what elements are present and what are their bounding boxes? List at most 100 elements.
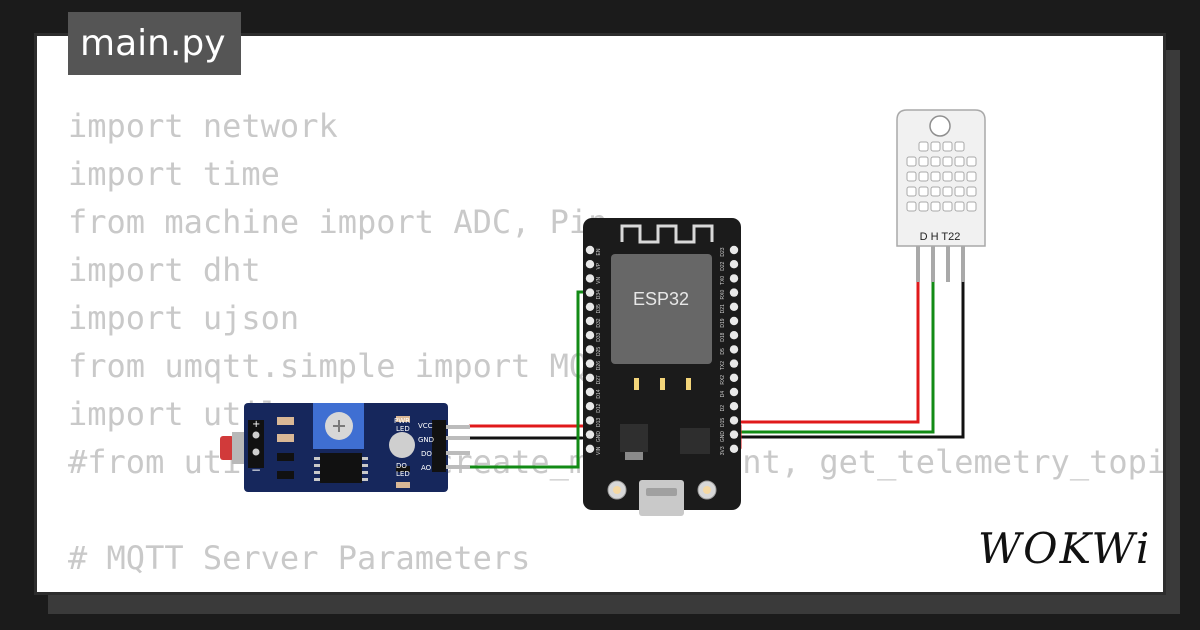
- dht22-vent: [954, 141, 965, 152]
- left-pin-labels: ENVPVND34D35D32D33D25D26D27D14D12D13GNDV…: [596, 248, 602, 455]
- minus-label: −: [251, 463, 261, 477]
- code-line: import ujson: [68, 299, 300, 337]
- dht22-vent: [954, 156, 965, 167]
- pin-label-vcc: VCC: [418, 422, 433, 430]
- esp32-left-pin-label: VN: [596, 277, 602, 284]
- esp32-right-pin: [729, 245, 739, 255]
- esp32-left-pin-label: GND: [596, 431, 602, 443]
- do-led-label-2: LED: [396, 470, 410, 478]
- dht22-vent: [942, 156, 953, 167]
- esp32-left-pin-label: D34: [596, 290, 602, 299]
- esp32-right-pin-label: GND: [720, 431, 726, 443]
- esp32-right-pin: [729, 288, 739, 297]
- dht22-vent: [942, 186, 953, 197]
- esp32-left-pin: [585, 387, 595, 397]
- esp32-right-pin-label: TX2: [720, 361, 726, 370]
- wokwi-logo: WOKWi: [978, 524, 1152, 573]
- esp32-left-pin-label: D13: [596, 418, 602, 427]
- esp32-right-pin-label: D5: [720, 348, 726, 355]
- dht22-vent: [930, 201, 941, 212]
- esp32-left-pin: [585, 260, 595, 269]
- dht22-vent: [906, 171, 917, 182]
- esp32-left-pin-label: D35: [596, 304, 602, 313]
- esp32-right-pin: [729, 345, 739, 354]
- dht22-sensor: D H T22: [896, 109, 986, 282]
- dht22-vent: [942, 201, 953, 212]
- esp32-left-pin: [585, 430, 595, 439]
- file-tab[interactable]: main.py: [68, 12, 241, 75]
- code-line: import dht: [68, 251, 261, 289]
- dht22-label: D H T22: [920, 231, 961, 243]
- esp32-right-pin: [729, 387, 739, 397]
- dht22-vent: [906, 201, 917, 212]
- dht22-vent: [918, 186, 929, 197]
- esp32-board: ESP32 ENVPVND34D35D32D33D25D26D27D14D12D…: [583, 218, 741, 516]
- esp32-right-pin-label: D4: [720, 391, 726, 398]
- pin-label-gnd: GND: [418, 436, 434, 444]
- dht22-vent: [930, 141, 941, 152]
- esp32-right-pin: [729, 402, 739, 411]
- esp32-right-pin-label: D19: [720, 318, 726, 327]
- esp32-right-pin: [729, 274, 739, 283]
- esp32-right-pin: [729, 316, 739, 326]
- esp32-right-pin-label: RX2: [720, 375, 726, 385]
- esp32-left-pin: [585, 373, 595, 382]
- esp32-left-pin: [585, 316, 595, 326]
- dht22-vent: [930, 171, 941, 182]
- dht22-vent: [966, 156, 977, 167]
- esp32-right-pin-label: TX0: [720, 276, 726, 285]
- esp32-left-pin: [585, 444, 595, 453]
- esp32-left-pin-label: VIN: [596, 446, 602, 455]
- esp32-left-pin: [585, 345, 595, 354]
- esp32-right-pin-label: 3V3: [720, 446, 726, 455]
- esp32-right-pin-label: D22: [720, 261, 726, 270]
- dht22-vent: [930, 156, 941, 167]
- esp32-right-pin: [729, 260, 739, 269]
- esp32-right-pin-label: D21: [720, 304, 726, 313]
- esp32-left-pin-label: D25: [596, 347, 602, 356]
- esp32-right-pin: [729, 331, 739, 340]
- pwr-led-label-2: LED: [396, 425, 410, 433]
- esp32-left-pin-label: EN: [596, 248, 602, 255]
- esp32-left-pin: [585, 288, 595, 297]
- esp32-left-pin-label: D14: [596, 389, 602, 398]
- pwr-led: [389, 432, 415, 458]
- sensor-module: + − PWR LED DO LED VCC GND DO: [220, 403, 470, 492]
- esp32-chip: [611, 254, 712, 364]
- esp32-left-pin: [585, 302, 595, 311]
- esp32-right-pin: [729, 302, 739, 311]
- esp32-left-pin: [585, 359, 595, 368]
- esp32-right-pin-label: D23: [720, 247, 726, 256]
- esp32-left-pin-label: D12: [596, 403, 602, 412]
- pin-label-do: DO: [421, 450, 432, 458]
- wire-black-dht: [735, 280, 965, 439]
- esp32-right-pin: [729, 359, 739, 368]
- dht22-vent: [930, 186, 941, 197]
- wire-green-dht: [735, 280, 935, 434]
- dht22-vent: [942, 171, 953, 182]
- code-line: # MQTT Server Parameters: [68, 539, 531, 577]
- ic-chip: [320, 453, 362, 483]
- right-pin-labels: D23D22TX0RX0D21D19D18D5TX2RX2D4D2D15GND3…: [720, 247, 726, 455]
- dht22-vent: [906, 156, 917, 167]
- esp32-label: ESP32: [633, 289, 689, 309]
- esp32-left-pin: [585, 416, 595, 425]
- esp32-left-pin-label: D32: [596, 318, 602, 327]
- dht22-vent: [966, 171, 977, 182]
- usb-uart-chip: [680, 428, 710, 454]
- left-pin-header: [585, 245, 595, 453]
- code-line: import network: [68, 107, 338, 145]
- esp32-left-pin: [585, 274, 595, 283]
- esp32-left-pin: [585, 402, 595, 411]
- usb-port: [639, 480, 684, 516]
- esp32-right-pin-label: D2: [720, 405, 726, 412]
- esp32-right-pin: [729, 416, 739, 425]
- esp32-right-pin: [729, 373, 739, 382]
- dht22-vent: [954, 186, 965, 197]
- dht22-vent: [966, 201, 977, 212]
- code-line: import time: [68, 155, 280, 193]
- esp32-left-pin-label: D33: [596, 332, 602, 341]
- dht22-vent: [906, 186, 917, 197]
- pwr-led-label-1: PWR: [394, 417, 410, 425]
- esp32-right-pin-label: RX0: [720, 290, 726, 300]
